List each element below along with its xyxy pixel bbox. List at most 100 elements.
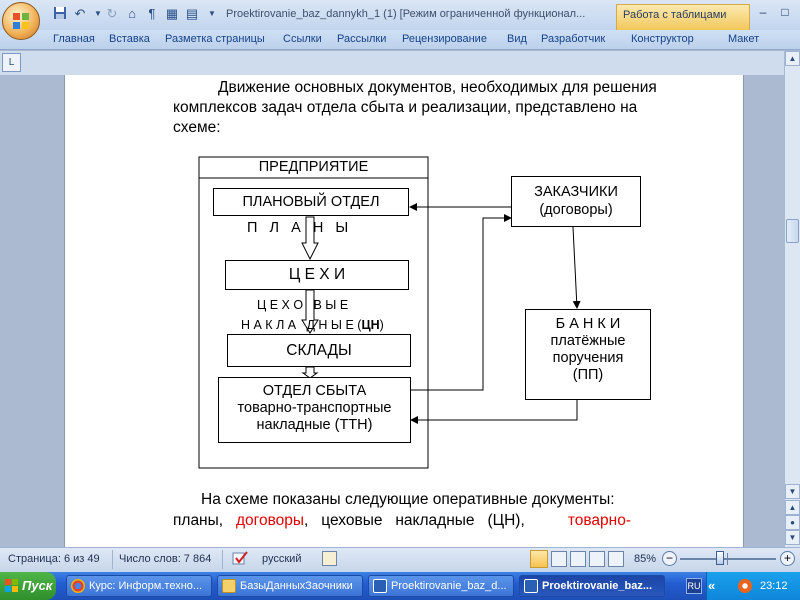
arrow-warehouses-to-sales	[301, 366, 319, 379]
ribbon-tab-strip	[0, 30, 800, 50]
taskbar-item-chrome[interactable]: Курс: Информ.техно...	[66, 575, 212, 597]
customers-docs: (договоры)	[539, 202, 613, 218]
chrome-icon	[71, 579, 85, 593]
sales-subtitle: товарно-транспортные	[237, 400, 392, 416]
warehouses-box: СКЛАДЫ	[227, 334, 411, 367]
language-switch-button[interactable]: RU	[686, 578, 702, 594]
page-indicator[interactable]: Страница: 6 из 49	[8, 553, 100, 565]
zoom-level[interactable]: 85%	[634, 553, 657, 565]
sales-docs: накладные (ТТН)	[256, 417, 373, 433]
clip-icon[interactable]: ⌂	[128, 6, 136, 21]
zoom-in-icon[interactable]: +	[780, 551, 795, 566]
system-tray	[706, 572, 800, 600]
document-page[interactable]: Движение основных документов, необходимы…	[64, 75, 744, 547]
folder-icon	[222, 579, 236, 593]
tab-selector-icon[interactable]: L	[2, 53, 21, 72]
customers-box: ЗАКАЗЧИКИ (договоры)	[511, 176, 641, 227]
windows-logo-icon	[5, 579, 19, 593]
maximize-icon[interactable]: □	[781, 5, 789, 19]
banks-docs-2: поручения	[552, 350, 624, 366]
shop-invoices-abbr: ЦН	[361, 318, 380, 332]
scroll-down-icon[interactable]: ▼	[785, 484, 800, 499]
full-screen-reading-icon[interactable]	[551, 551, 567, 567]
document-title: Proektirovanie_baz_dannykh_1 (1) [Режим …	[226, 8, 586, 20]
ruler-row	[0, 51, 800, 75]
office-button[interactable]	[2, 2, 40, 40]
tray-app-icon[interactable]	[738, 579, 752, 593]
customers-title: ЗАКАЗЧИКИ	[534, 184, 618, 200]
tab-references[interactable]: Ссылки	[283, 33, 322, 45]
undo-dropdown-icon[interactable]: ▼	[94, 9, 102, 18]
tab-design[interactable]: Конструктор	[631, 33, 694, 45]
tab-review[interactable]: Рецензирование	[402, 33, 487, 45]
word-icon	[373, 579, 387, 593]
word-count[interactable]: Число слов: 7 864	[119, 553, 212, 565]
vertical-scrollbar[interactable]: ▲ ▼ ▲ ● ▼	[784, 51, 800, 547]
zoom-slider-thumb[interactable]	[716, 551, 724, 565]
taskbar-item-label: БазыДанныхЗаочники	[240, 580, 353, 592]
shop-invoices-text: Н А К Л А Д Н Ы Е (	[241, 318, 362, 332]
tab-layout[interactable]: Макет	[728, 33, 760, 45]
start-button[interactable]: Пуск	[0, 572, 56, 600]
print-layout-view-icon[interactable]	[530, 550, 548, 568]
outline-view-icon[interactable]	[589, 551, 605, 567]
tab-view[interactable]: Вид	[507, 33, 527, 45]
tab-page-layout[interactable]: Разметка страницы	[165, 33, 265, 45]
taskbar-item-label: Proektirovanie_baz_d...	[391, 580, 507, 592]
tab-developer[interactable]: Разработчик	[541, 33, 606, 45]
save-icon[interactable]	[52, 6, 68, 22]
draft-view-icon[interactable]	[608, 551, 624, 567]
diagram-connectors	[198, 156, 581, 469]
taskbar-item-label: Курс: Информ.техно...	[89, 580, 203, 592]
shop-invoices-line-1: Ц Е Х О В Ы Е	[257, 298, 349, 312]
word-icon	[524, 579, 538, 593]
paragraph-1-line-1: Движение основных документов, необходимы…	[218, 79, 657, 96]
language-indicator[interactable]: русский	[262, 553, 302, 565]
minimize-icon[interactable]: –	[759, 5, 767, 19]
scroll-thumb[interactable]	[786, 219, 799, 243]
clock[interactable]: 23:12	[760, 580, 788, 592]
flow-diagram: ПРЕДПРИЯТИЕ ПЛАНОВЫЙ ОТДЕЛ П Л А Н Ы Ц Е…	[65, 75, 745, 547]
zoom-slider-track[interactable]	[680, 558, 776, 560]
spelling-check-icon[interactable]	[232, 551, 248, 567]
office-logo-icon	[13, 13, 29, 29]
zoom-out-icon[interactable]: −	[662, 551, 677, 566]
undo-icon[interactable]: ↶	[74, 6, 86, 21]
macro-record-icon[interactable]	[322, 551, 337, 566]
taskbar-item-folder[interactable]: БазыДанныхЗаочники	[217, 575, 363, 597]
next-page-icon[interactable]: ▼	[785, 530, 800, 545]
tab-insert[interactable]: Вставка	[109, 33, 150, 45]
text-plans: планы,	[173, 512, 224, 529]
enterprise-frame	[198, 156, 429, 469]
warehouses-label: СКЛАДЫ	[286, 342, 352, 359]
paragraph-2-line-2: планы, договоры, цеховые накладные (ЦН),…	[173, 512, 631, 530]
taskbar-item-word-1[interactable]: Proektirovanie_baz_d...	[368, 575, 514, 597]
browse-object-icon[interactable]: ●	[785, 515, 800, 530]
table-icon[interactable]: ▦	[165, 6, 179, 21]
insert-table-icon[interactable]: ▤	[185, 6, 199, 21]
tab-mailings[interactable]: Рассылки	[337, 33, 387, 45]
customize-toolbar-icon[interactable]: ▼	[208, 9, 216, 18]
arrow-banks-to-sales	[410, 400, 578, 424]
redo-icon[interactable]: ↻	[106, 6, 118, 21]
start-label: Пуск	[22, 578, 53, 593]
text-contracts: договоры	[236, 512, 305, 529]
planning-box: ПЛАНОВЫЙ ОТДЕЛ	[213, 188, 409, 216]
sales-box: ОТДЕЛ СБЫТА товарно-транспортные накладн…	[218, 377, 411, 443]
paragraph-1-line-2: комплексов задач отдела сбыта и реализац…	[173, 99, 638, 116]
shop-invoices-paren: )	[379, 318, 384, 332]
web-layout-icon[interactable]	[570, 551, 586, 567]
paragraph-icon[interactable]: ¶	[148, 6, 156, 21]
workshops-box: Ц Е Х И	[225, 260, 409, 290]
arrow-workshops-to-warehouses	[301, 289, 319, 334]
document-area: Движение основных документов, необходимы…	[0, 75, 784, 547]
tray-expand-icon[interactable]: «	[708, 578, 716, 593]
tab-home[interactable]: Главная	[53, 33, 95, 45]
scroll-up-icon[interactable]: ▲	[785, 51, 800, 66]
arrow-sales-to-customers	[410, 214, 512, 391]
taskbar-item-label: Proektirovanie_baz...	[542, 580, 653, 592]
taskbar-item-word-2[interactable]: Proektirovanie_baz...	[519, 575, 665, 597]
zoom-slider-center-mark	[727, 553, 728, 565]
previous-page-icon[interactable]: ▲	[785, 500, 800, 515]
banks-title: Б А Н К И	[555, 316, 621, 332]
